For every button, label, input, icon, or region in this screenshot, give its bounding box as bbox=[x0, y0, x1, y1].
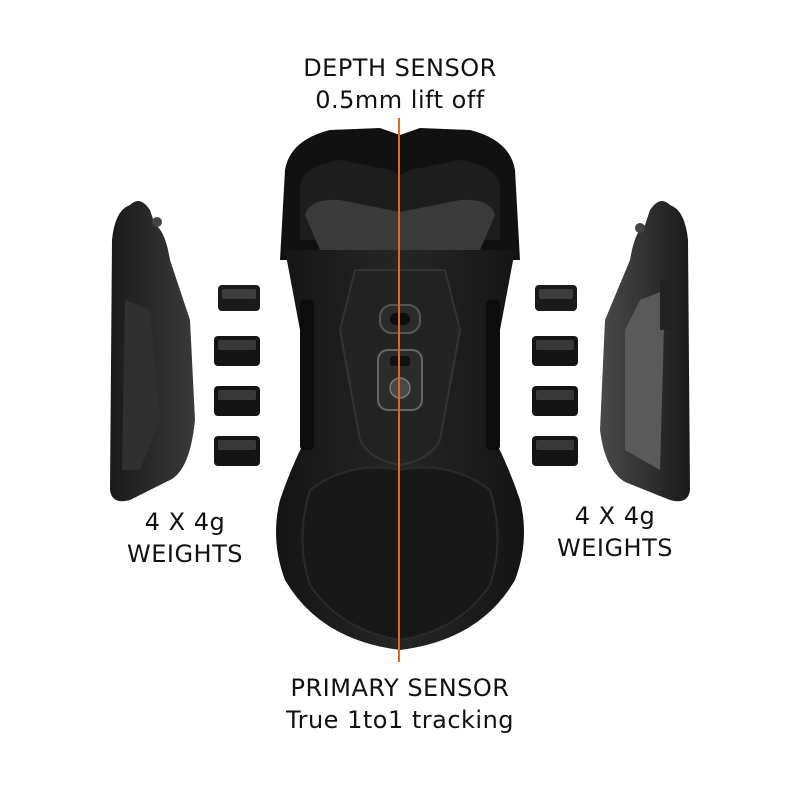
right-weights-count: 4 X 4g bbox=[574, 502, 656, 530]
weight-item bbox=[218, 285, 260, 311]
primary-sensor-subtitle: True 1to1 tracking bbox=[285, 706, 515, 734]
left-side-panel bbox=[110, 201, 195, 502]
weight-item bbox=[532, 336, 578, 366]
weight-item bbox=[532, 386, 578, 416]
left-weights-text: WEIGHTS bbox=[126, 540, 243, 568]
weight-item bbox=[535, 285, 577, 311]
left-weights-label: 4 X 4g WEIGHTS bbox=[100, 506, 270, 570]
primary-sensor-label: PRIMARY SENSOR True 1to1 tracking bbox=[200, 672, 600, 736]
weight-item bbox=[214, 436, 260, 466]
left-weights-count: 4 X 4g bbox=[144, 508, 226, 536]
weight-item bbox=[214, 386, 260, 416]
right-weights-text: WEIGHTS bbox=[556, 534, 673, 562]
right-weights bbox=[532, 285, 578, 466]
weight-item bbox=[214, 336, 260, 366]
depth-sensor-label: DEPTH SENSOR 0.5mm lift off bbox=[200, 52, 600, 116]
right-weights-label: 4 X 4g WEIGHTS bbox=[530, 500, 700, 564]
left-weights bbox=[214, 285, 260, 466]
weight-item bbox=[532, 436, 578, 466]
depth-sensor-subtitle: 0.5mm lift off bbox=[315, 86, 485, 114]
depth-sensor-title: DEPTH SENSOR bbox=[303, 54, 497, 82]
primary-sensor-title: PRIMARY SENSOR bbox=[290, 674, 510, 702]
right-side-panel bbox=[600, 201, 690, 502]
